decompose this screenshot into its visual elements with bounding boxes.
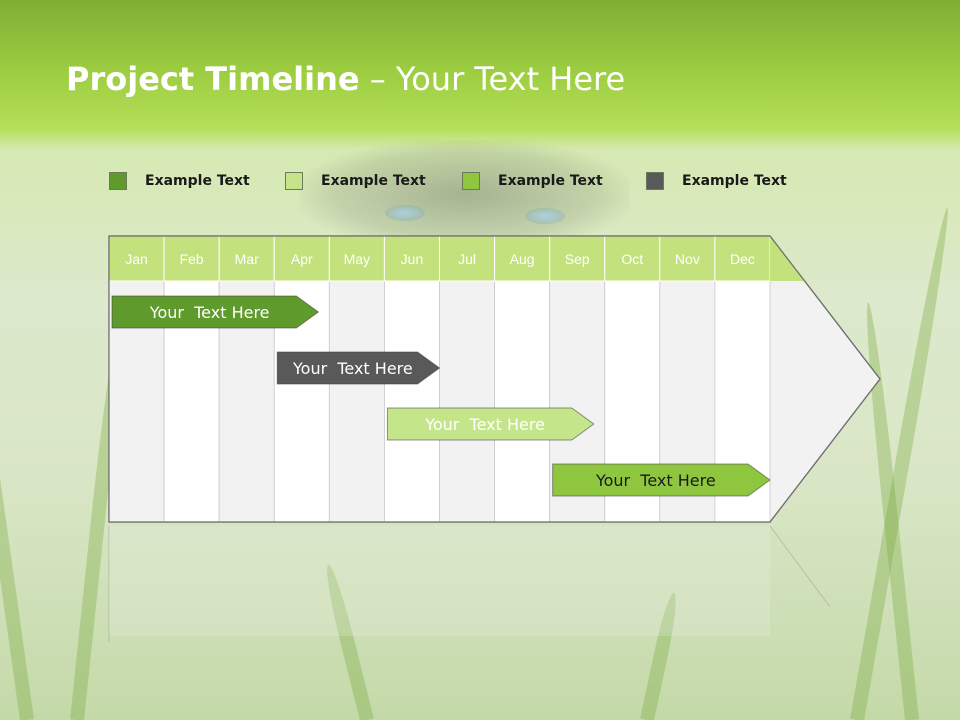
- month-header-cell: [659, 235, 716, 282]
- month-label-jun: Jun: [401, 251, 424, 267]
- month-label-sep: Sep: [565, 251, 590, 267]
- legend-label: Example Text: [498, 173, 603, 189]
- legend-item-3: Example Text: [462, 170, 603, 192]
- month-label-mar: Mar: [235, 251, 259, 267]
- month-label-feb: Feb: [180, 251, 204, 267]
- task-bar-label-3: Your Text Here: [424, 415, 545, 434]
- month-header-cell: [328, 235, 385, 282]
- legend-label: Example Text: [682, 173, 787, 189]
- month-header-cell: [439, 235, 496, 282]
- task-bar-4: [552, 463, 771, 497]
- legend-label: Example Text: [145, 173, 250, 189]
- task-bar-label-4: Your Text Here: [595, 471, 716, 490]
- legend-swatch: [109, 172, 127, 190]
- month-label-jul: Jul: [458, 251, 476, 267]
- month-label-oct: Oct: [621, 251, 643, 267]
- task-bar-1: [111, 295, 320, 329]
- slide-title-rest: – Your Text Here: [359, 60, 626, 98]
- task-bar-label-1: Your Text Here: [149, 303, 270, 322]
- month-label-dec: Dec: [730, 251, 755, 267]
- month-column: [494, 280, 551, 523]
- task-bar-2: [276, 351, 441, 385]
- month-header-cell: [108, 235, 165, 282]
- legend-swatch: [646, 172, 664, 190]
- month-header-cell: [273, 235, 330, 282]
- month-label-may: May: [344, 251, 370, 267]
- task-bar-label-2: Your Text Here: [292, 359, 413, 378]
- task-bar-3: [386, 407, 595, 441]
- month-label-aug: Aug: [510, 251, 535, 267]
- slide-title: Project Timeline – Your Text Here: [66, 60, 625, 98]
- month-column: [439, 280, 495, 523]
- month-column: [384, 280, 440, 523]
- month-column: [328, 280, 385, 523]
- timeline-arrow-outline: [108, 235, 881, 523]
- month-label-nov: Nov: [675, 251, 700, 267]
- month-label-apr: Apr: [291, 251, 313, 267]
- legend-item-2: Example Text: [285, 170, 426, 192]
- timeline-reflection-fill: [109, 526, 770, 636]
- timeline-reflection: [108, 525, 831, 642]
- month-header-cell: [218, 235, 275, 282]
- month-header-cell: [714, 235, 771, 282]
- month-header-cell: [383, 235, 440, 282]
- month-label-jan: Jan: [125, 251, 148, 267]
- legend-swatch: [285, 172, 303, 190]
- slide-title-bold: Project Timeline: [66, 60, 360, 98]
- month-header-cell: [494, 235, 551, 282]
- legend-label: Example Text: [321, 173, 426, 189]
- legend-item-4: Example Text: [646, 170, 787, 192]
- legend-swatch: [462, 172, 480, 190]
- legend-item-1: Example Text: [109, 170, 250, 192]
